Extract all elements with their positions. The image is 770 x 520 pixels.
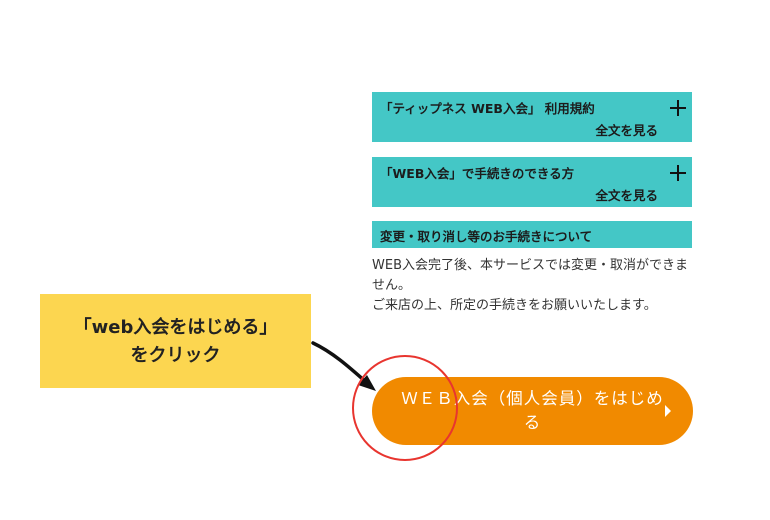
join-button-label-line-1: ＷＥＢ入会（個人会員）をはじめ (401, 389, 664, 408)
callout-line-2: をクリック (130, 345, 221, 366)
pointer-arrow-icon (311, 341, 376, 391)
plus-icon[interactable] (670, 100, 686, 116)
eligibility-view-full-link[interactable]: 全文を見る (595, 188, 658, 203)
eligibility-accordion[interactable]: 「WEB入会」で手続きのできる方 全文を見る (372, 157, 692, 207)
notice-line-2: ご来店の上、所定の手続きをお願いいたします。 (372, 298, 657, 313)
plus-icon[interactable] (670, 165, 686, 181)
start-web-membership-button[interactable]: ＷＥＢ入会（個人会員）をはじめ る (372, 377, 693, 445)
callout-line-1: 「web入会をはじめる」 (73, 317, 278, 338)
notice-line-1: WEB入会完了後、本サービスでは変更・取消ができません。 (372, 258, 688, 293)
change-cancel-heading: 変更・取り消し等のお手続きについて (372, 221, 692, 248)
eligibility-title: 「WEB入会」で手続きのできる方 (380, 166, 575, 181)
change-cancel-notice: WEB入会完了後、本サービスでは変更・取消ができません。 ご来店の上、所定の手続… (372, 256, 697, 316)
terms-of-use-view-full-link[interactable]: 全文を見る (595, 123, 658, 138)
join-button-label-line-2: る (523, 413, 542, 432)
caret-right-icon (665, 405, 671, 417)
terms-of-use-title: 「ティップネス WEB入会」 利用規約 (380, 101, 595, 116)
instruction-callout: 「web入会をはじめる」 をクリック (40, 294, 311, 388)
terms-of-use-accordion[interactable]: 「ティップネス WEB入会」 利用規約 全文を見る (372, 92, 692, 142)
